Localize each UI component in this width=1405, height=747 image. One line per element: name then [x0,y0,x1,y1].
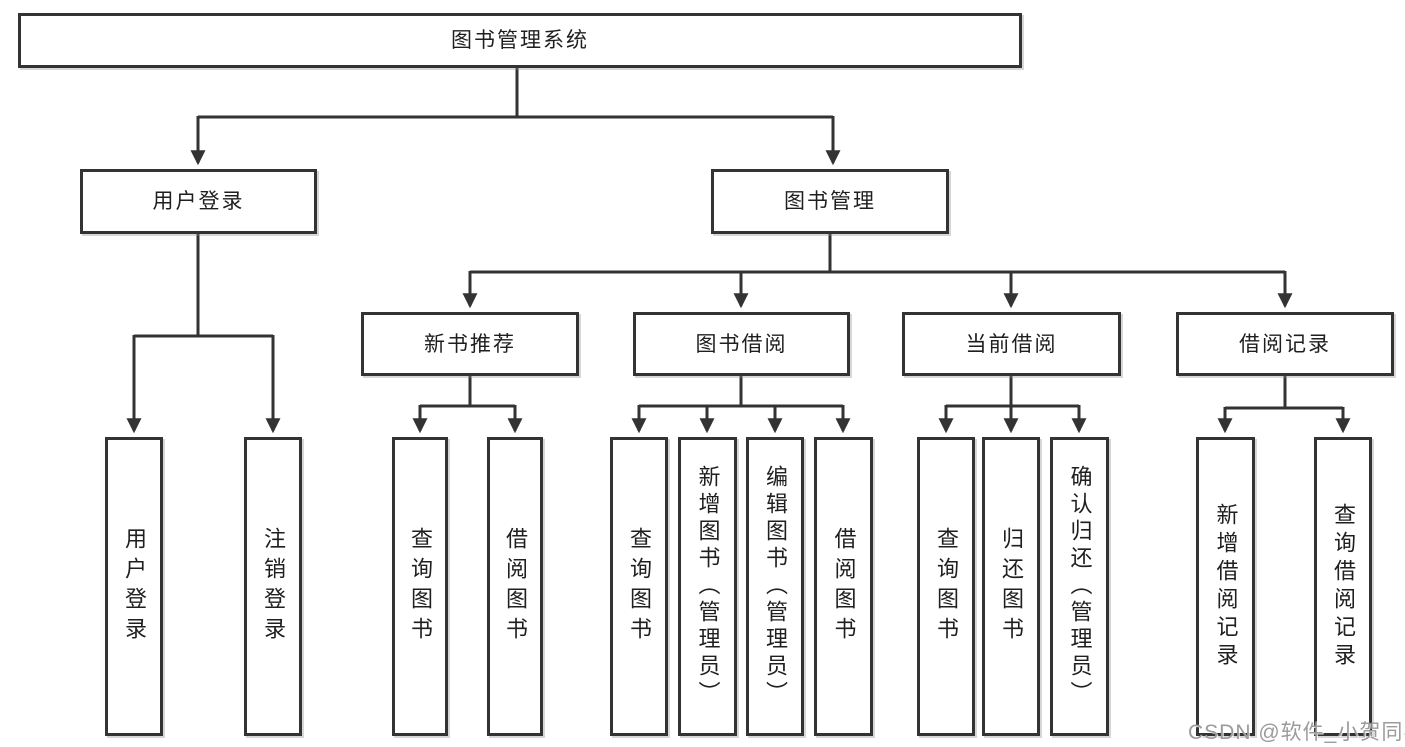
leaf-current-query-books: 查询图书 [917,437,975,736]
edges-book-borrow [631,375,851,434]
node-book-borrow: 图书借阅 [633,312,850,376]
leaf-current-confirm-return-admin: 确认归还（管理员） [1050,437,1109,736]
leaf-logout: 注销登录 [244,437,302,736]
node-user-login: 用户登录 [80,169,317,234]
leaf-user-login: 用户登录 [105,437,163,736]
node-book-mgmt: 图书管理 [711,169,949,234]
leaf-records-add-record: 新增借阅记录 [1196,437,1255,736]
leaf-borrow-query-books: 查询图书 [610,437,668,736]
edges-current-borrow [938,375,1087,434]
edges-user-login [126,233,281,434]
edges-borrow-records [1217,375,1351,434]
node-current-borrow: 当前借阅 [902,312,1121,376]
node-borrow-records: 借阅记录 [1176,312,1394,376]
leaf-borrow-borrow-books: 借阅图书 [814,437,873,736]
node-root: 图书管理系统 [18,13,1022,68]
leaf-borrow-add-books-admin: 新增图书（管理员） [678,437,737,736]
leaf-records-query-record: 查询借阅记录 [1314,437,1372,736]
leaf-borrow-edit-books-admin: 编辑图书（管理员） [746,437,804,736]
watermark-text: CSDN @软件_小贺同学 [1188,721,1405,744]
node-new-book-rec: 新书推荐 [361,312,579,376]
leaf-newbook-borrow-books: 借阅图书 [487,437,543,736]
edges-book-mgmt [462,233,1293,309]
leaf-current-return-books: 归还图书 [982,437,1040,736]
edges-new-book-rec [412,375,523,434]
leaf-newbook-query-books: 查询图书 [392,437,448,736]
edges-root [190,66,841,166]
